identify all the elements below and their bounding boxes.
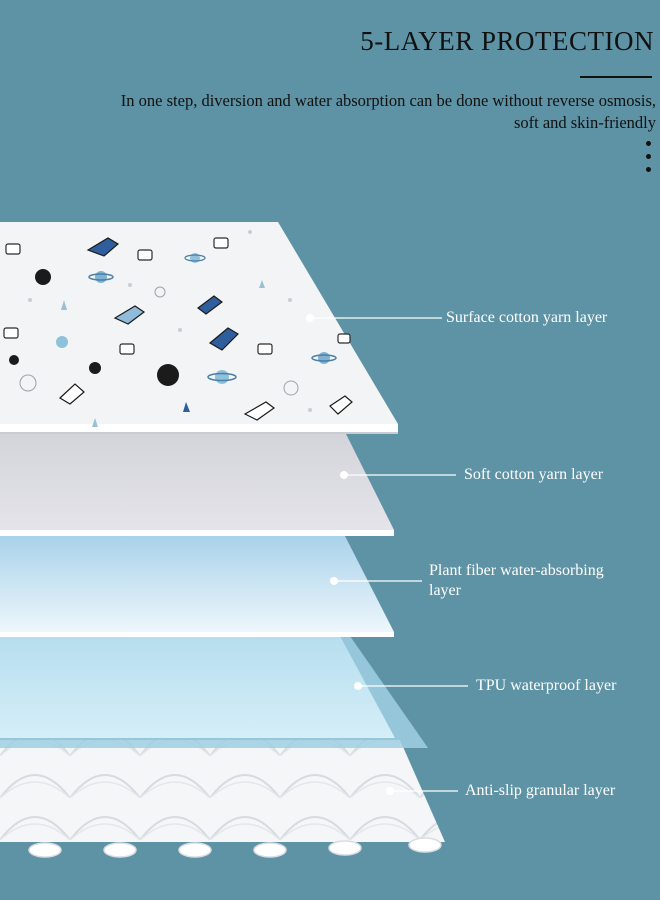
planet-icon xyxy=(56,253,337,384)
absorbing-layer xyxy=(0,536,394,637)
callout-lines xyxy=(310,317,468,792)
absorbing-label: Plant fiber water-absorbing layer xyxy=(429,561,604,601)
page-title: 5-LAYER PROTECTION xyxy=(360,26,654,56)
surface-cotton-label: Surface cotton yarn layer xyxy=(446,309,608,326)
tpu-layer xyxy=(0,636,428,748)
vertical-dots-icon xyxy=(646,141,652,180)
title-underline xyxy=(580,76,652,78)
robot-icon xyxy=(3,237,351,355)
page-subtitle: In one step, diversion and water absorpt… xyxy=(1,90,656,134)
soft-cotton-label: Soft cotton yarn layer xyxy=(464,466,604,483)
granular-label: Anti-slip granular layer xyxy=(465,782,616,799)
granular-layer xyxy=(0,740,445,858)
absorbing-label-line-1: Plant fiber water-absorbing xyxy=(429,562,604,579)
tpu-label: TPU waterproof layer xyxy=(476,677,617,694)
soft-cotton-layer xyxy=(0,432,394,536)
subtitle-line-1: In one step, diversion and water absorpt… xyxy=(120,91,656,110)
absorbing-label-line-2: layer xyxy=(429,582,461,599)
subtitle-line-2: soft and skin-friendly xyxy=(513,113,656,132)
callout-dots xyxy=(306,314,394,795)
rocket-icon xyxy=(59,237,353,421)
moon-icon xyxy=(9,269,179,386)
surface-cotton-layer xyxy=(0,222,398,434)
star-icon xyxy=(61,280,265,427)
